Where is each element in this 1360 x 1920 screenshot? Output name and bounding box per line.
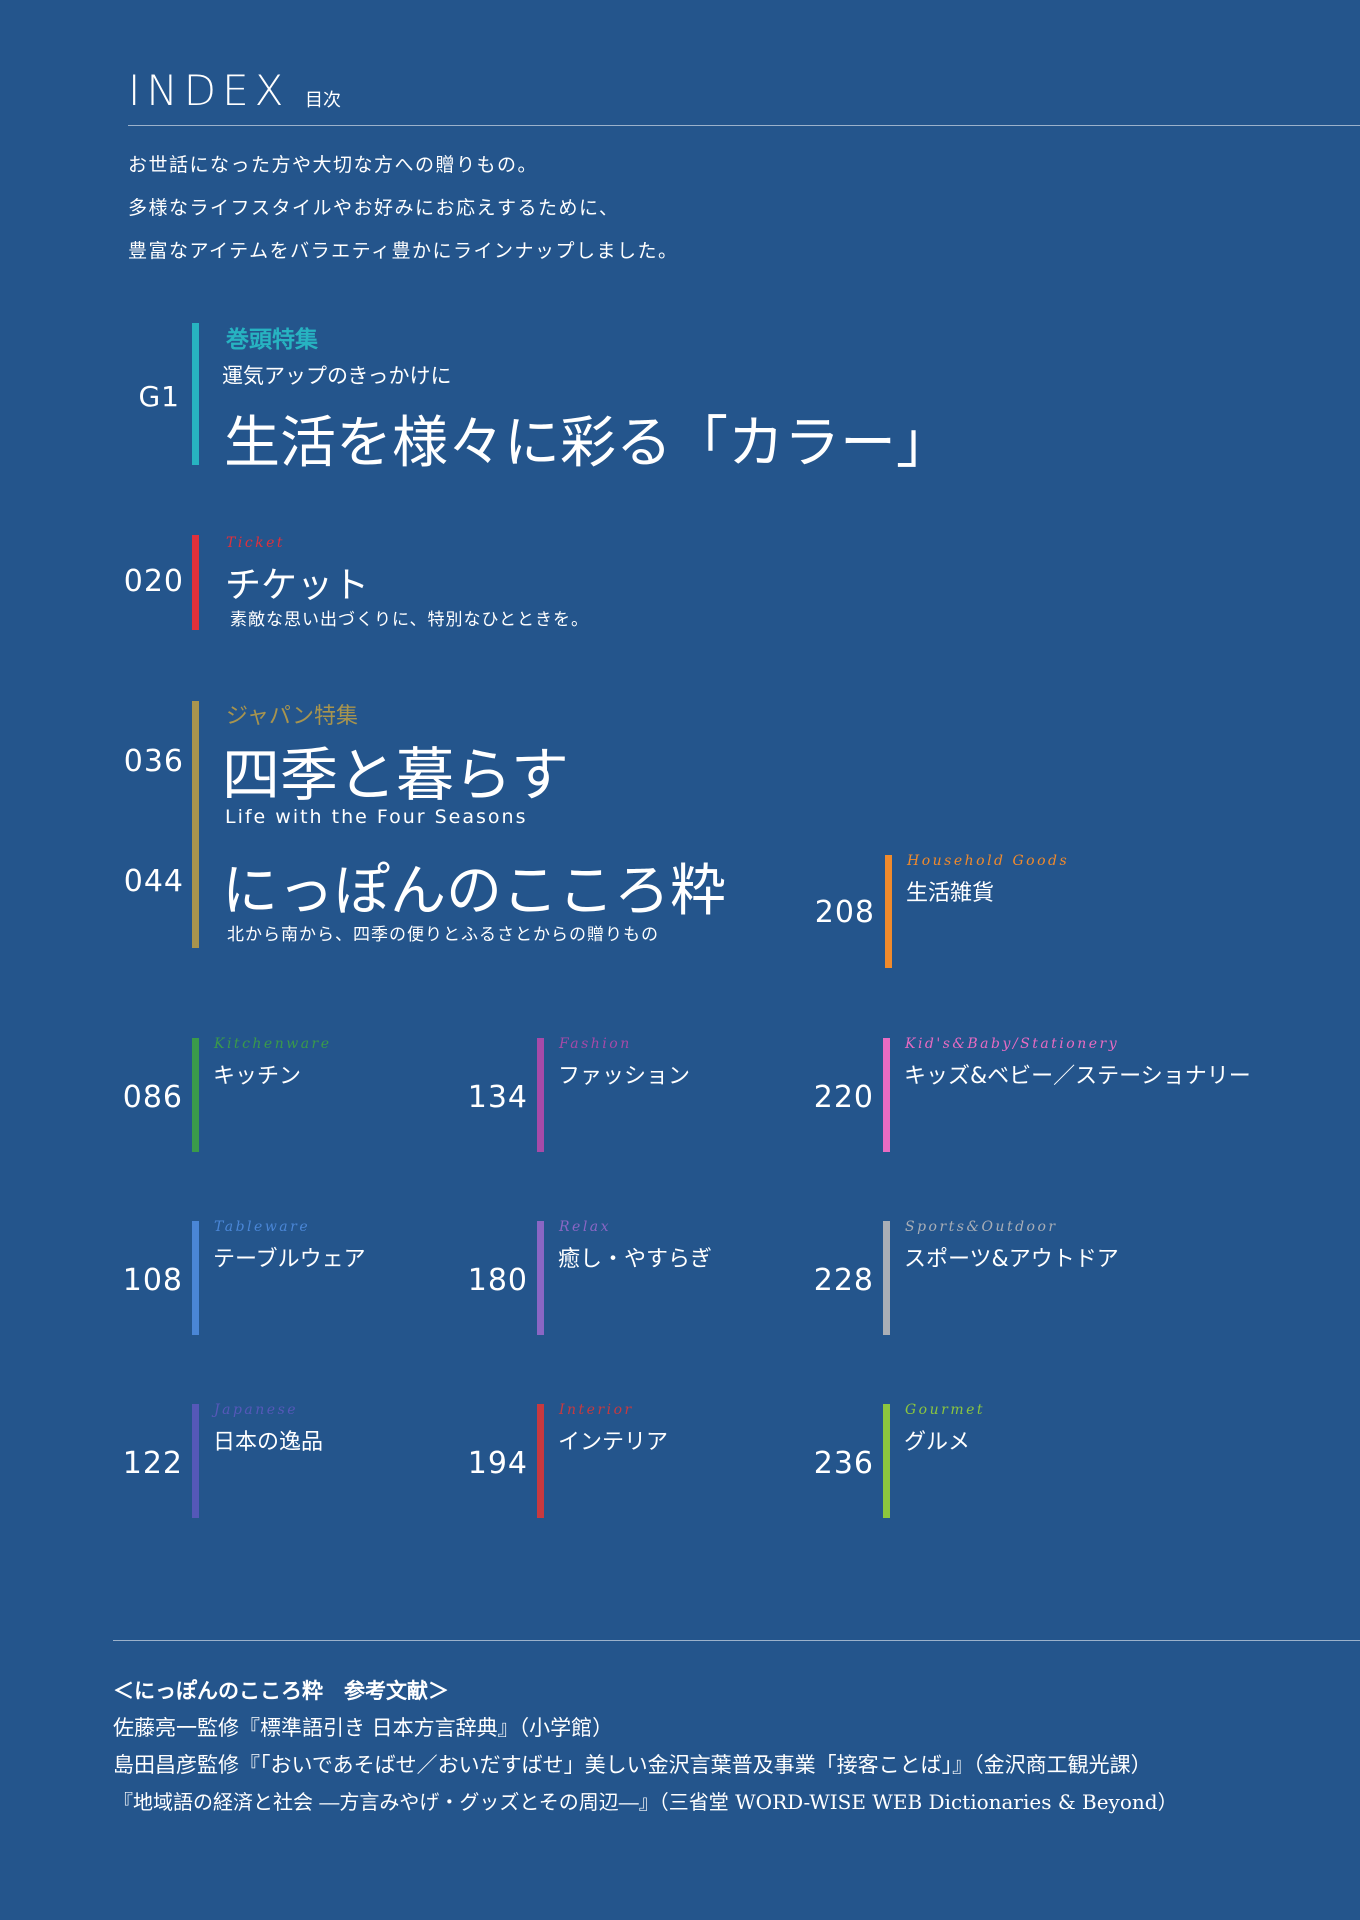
household-page: 208 [814, 895, 875, 930]
category-tableware[interactable]: 108 Tableware テーブルウェア [110, 1219, 440, 1335]
category-page: 122 [122, 1446, 183, 1481]
category-sports-outdoor[interactable]: 228 Sports&Outdoor スポーツ&アウトドア [801, 1219, 1131, 1335]
reference-item-3: 『地域語の経済と社会 ―方言みやげ・グッズとその周辺―』（三省堂 WORD-WI… [113, 1790, 1178, 1814]
category-page: 228 [813, 1263, 874, 1298]
category-en: Interior [559, 1402, 634, 1418]
household-bar [885, 855, 892, 968]
section-ticket[interactable]: 020 Ticket チケット 素敵な思い出づくりに、特別なひとときを。 [0, 532, 800, 632]
category-page: 180 [467, 1263, 528, 1298]
kokoro-page: 044 [123, 864, 184, 899]
category-gourmet[interactable]: 236 Gourmet グルメ [801, 1402, 1131, 1518]
header-divider [128, 125, 1360, 126]
ticket-jp: チケット [225, 565, 370, 606]
category-en: Kitchenware [214, 1036, 332, 1052]
page-subtitle: 目次 [305, 90, 341, 111]
feature-g1[interactable]: G1 巻頭特集 運気アップのきっかけに 生活を様々に彩る「カラー」 [0, 320, 1100, 476]
category-jp: テーブルウェア [213, 1247, 366, 1272]
category-bar [192, 1221, 199, 1335]
feature-g1-title: 生活を様々に彩る「カラー」 [224, 411, 952, 476]
category-jp: キッチン [213, 1064, 302, 1089]
intro-line-2: 多様なライフスタイルやお好みにお応えするために、 [128, 197, 620, 219]
footer-divider [113, 1640, 1360, 1641]
season-en: Life with the Four Seasons [225, 806, 528, 828]
category-jp: 日本の逸品 [213, 1430, 324, 1455]
japan-bar [192, 701, 199, 948]
category-jp: 癒し・やすらぎ [558, 1247, 713, 1272]
category-bar [537, 1404, 544, 1518]
category-bar [883, 1221, 890, 1335]
category-en: Fashion [559, 1036, 632, 1052]
references-heading: ＜にっぽんのこころ粋 参考文献＞ [113, 1678, 449, 1703]
ticket-en: Ticket [226, 535, 286, 551]
kokoro-desc: 北から南から、四季の便りとふるさとからの贈りもの [227, 925, 659, 945]
category-jp: インテリア [558, 1430, 669, 1455]
category-jp: ファッション [558, 1064, 691, 1089]
page-title: INDEX [128, 66, 290, 115]
category-bar [192, 1404, 199, 1518]
category-japanese[interactable]: 122 Japanese 日本の逸品 [110, 1402, 440, 1518]
japan-label: ジャパン特集 [226, 704, 359, 729]
category-page: 194 [467, 1446, 528, 1481]
category-jp: グルメ [904, 1430, 971, 1455]
category-fashion[interactable]: 134 Fashion ファッション [455, 1036, 785, 1152]
reference-item-1: 佐藤亮一監修『標準語引き 日本方言辞典』（小学館） [113, 1716, 614, 1740]
category-bar [883, 1404, 890, 1518]
intro-line-1: お世話になった方や大切な方への贈りもの。 [128, 154, 539, 176]
intro-line-3: 豊富なアイテムをバラエティ豊かにラインナップしました。 [128, 240, 679, 262]
category-bar [883, 1038, 890, 1152]
category-en: Gourmet [905, 1402, 986, 1418]
section-japan: ジャパン特集 036 四季と暮らす Life with the Four Sea… [0, 698, 800, 948]
category-household[interactable]: 208 Household Goods 生活雑貨 [800, 853, 1300, 968]
category-kid-s-baby-stationery[interactable]: 220 Kid's&Baby/Stationery キッズ&ベビー／ステーショナ… [801, 1036, 1251, 1152]
category-page: 108 [122, 1263, 183, 1298]
season-title: 四季と暮らす [222, 741, 569, 809]
category-en: Tableware [214, 1219, 311, 1235]
feature-g1-label: 巻頭特集 [226, 326, 318, 353]
category-en: Relax [559, 1219, 612, 1235]
category-page: 236 [813, 1446, 874, 1481]
category-page: 086 [122, 1080, 183, 1115]
category-en: Kid's&Baby/Stationery [905, 1036, 1120, 1052]
category-bar [537, 1221, 544, 1335]
category-relax[interactable]: 180 Relax 癒し・やすらぎ [455, 1219, 785, 1335]
ticket-desc: 素敵な思い出づくりに、特別なひとときを。 [230, 610, 589, 630]
category-page: 220 [813, 1080, 874, 1115]
feature-g1-page: G1 [138, 380, 180, 413]
japan-kokoro[interactable]: 044 にっぽんのこころ粋 北から南から、四季の便りとふるさとからの贈りもの [0, 848, 760, 948]
category-jp: キッズ&ベビー／ステーショナリー [904, 1064, 1251, 1089]
ticket-bar [192, 535, 199, 630]
household-jp: 生活雑貨 [906, 881, 995, 906]
category-jp: スポーツ&アウトドア [904, 1247, 1119, 1272]
kokoro-title: にっぽんのこころ粋 [222, 859, 726, 924]
category-en: Japanese [214, 1402, 299, 1418]
feature-g1-bar [192, 323, 199, 465]
category-interior[interactable]: 194 Interior インテリア [455, 1402, 785, 1518]
category-bar [537, 1038, 544, 1152]
season-page: 036 [123, 744, 184, 779]
feature-g1-sub: 運気アップのきっかけに [222, 364, 452, 388]
category-page: 134 [467, 1080, 528, 1115]
household-en: Household Goods [907, 853, 1070, 869]
category-bar [192, 1038, 199, 1152]
japan-season[interactable]: 036 四季と暮らす Life with the Four Seasons [0, 728, 760, 828]
category-en: Sports&Outdoor [905, 1219, 1058, 1235]
category-kitchenware[interactable]: 086 Kitchenware キッチン [110, 1036, 440, 1152]
reference-item-2: 島田昌彦監修『「おいであそばせ／おいだすばせ」美しい金沢言葉普及事業「接客ことば… [113, 1753, 1152, 1777]
ticket-page: 020 [123, 564, 184, 599]
